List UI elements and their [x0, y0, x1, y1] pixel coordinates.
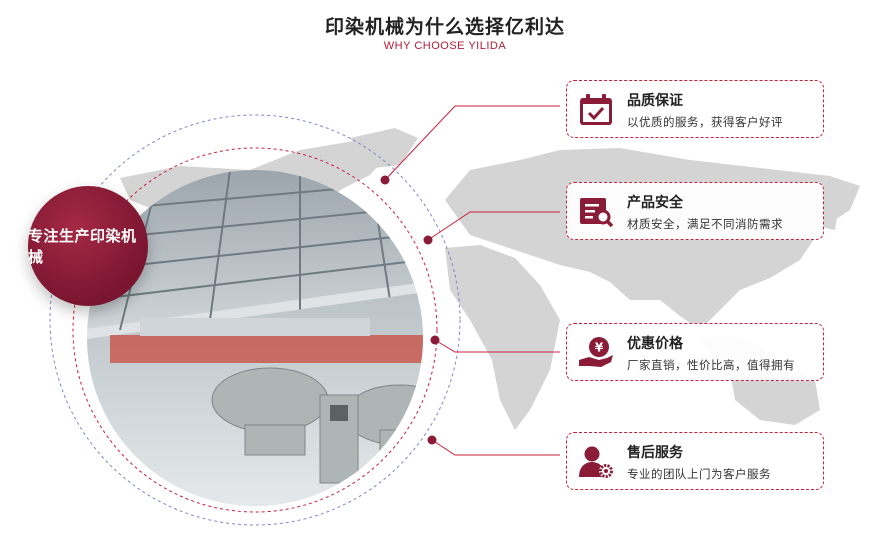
feature-desc: 专业的团队上门为客户服务 [627, 467, 771, 481]
feature-card-price: ¥ 优惠价格 厂家直销，性价比高，值得拥有 [566, 323, 824, 381]
connectors [384, 105, 560, 456]
connector-dots [380, 175, 440, 445]
feature-desc: 材质安全，满足不同消防需求 [627, 217, 783, 231]
calendar-check-icon [580, 94, 612, 125]
feature-card-service: 售后服务 专业的团队上门为客户服务 [566, 432, 824, 490]
section-subtitle: WHY CHOOSE YILIDA [383, 40, 507, 52]
section-title: 印染机械为什么选择亿利达 [324, 16, 565, 38]
document-search-icon [580, 198, 614, 228]
focus-badge: 专注生产印染机械 [28, 186, 148, 306]
orbit-outer [49, 114, 461, 526]
yen-hand-icon: ¥ [579, 337, 613, 367]
feature-title: 产品安全 [627, 195, 683, 211]
feature-card-safety: 产品安全 材质安全，满足不同消防需求 [566, 182, 824, 240]
focus-badge-text: 专注生产印染机械 [28, 227, 137, 266]
user-gear-icon [579, 446, 613, 478]
orbit-inner [72, 147, 438, 513]
feature-desc: 以优质的服务，获得客户好评 [627, 115, 783, 129]
feature-title: 品质保证 [627, 93, 683, 109]
feature-desc: 厂家直销，性价比高，值得拥有 [627, 358, 795, 372]
feature-card-quality: 品质保证 以优质的服务，获得客户好评 [566, 80, 824, 138]
feature-title: 优惠价格 [627, 336, 683, 352]
svg-text:¥: ¥ [595, 341, 604, 355]
feature-title: 售后服务 [627, 445, 683, 461]
